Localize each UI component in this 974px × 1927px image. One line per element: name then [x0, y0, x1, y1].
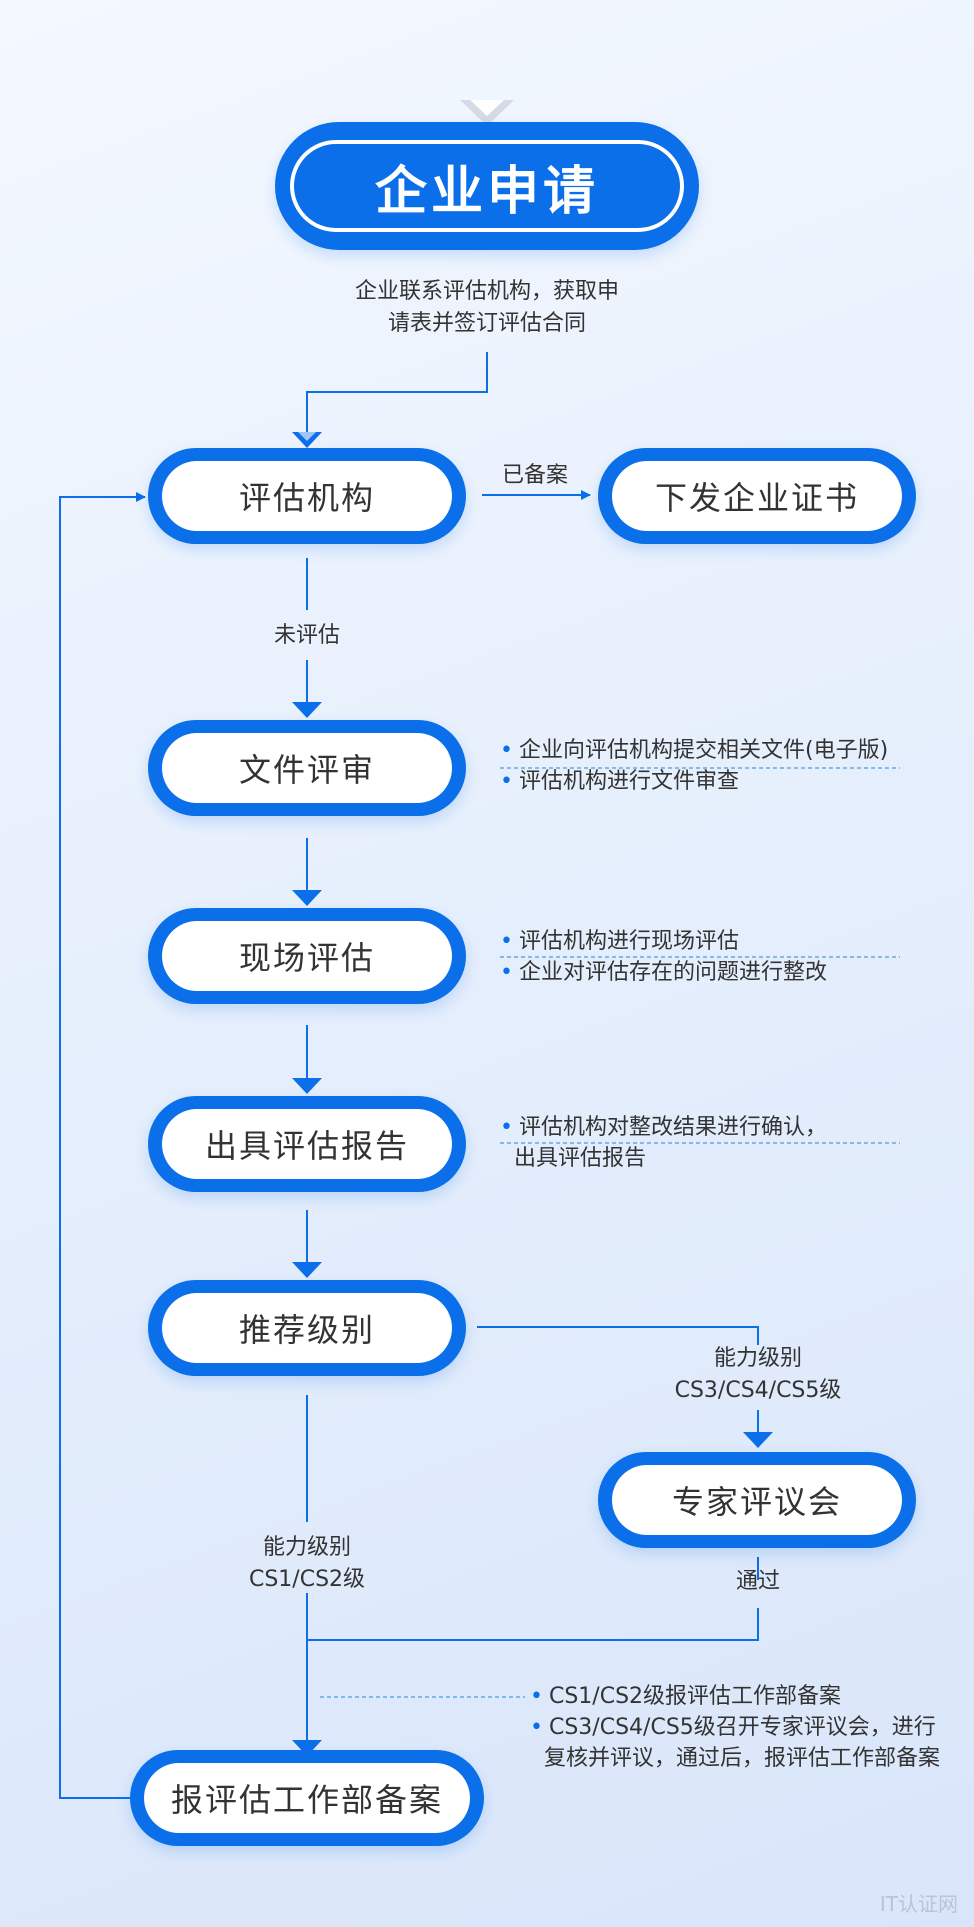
note-doc-review: •企业向评估机构提交相关文件(电子版) •评估机构进行文件审查	[500, 738, 889, 794]
apply-description: 企业联系评估机构，获取申 请表并签订评估合同	[354, 279, 619, 336]
node-onsite-label: 现场评估	[162, 921, 452, 991]
node-report: 出具评估报告	[148, 1096, 466, 1192]
note-report-1: 评估机构对整改结果进行确认，	[518, 1115, 827, 1140]
note-report-2: 出具评估报告	[514, 1146, 647, 1171]
edge-label-high-level: 能力级别 CS3/CS4/CS5级	[674, 1346, 842, 1403]
node-filing-label: 报评估工作部备案	[144, 1763, 470, 1833]
node-apply: 企业申请	[275, 122, 699, 250]
note-filing-3: 复核并评议，通过后，报评估工作部备案	[544, 1746, 941, 1771]
edge-filing-to-agency	[59, 492, 146, 1799]
node-expert-label: 专家评议会	[612, 1465, 902, 1535]
node-doc-review: 文件评审	[148, 720, 466, 816]
node-onsite: 现场评估	[148, 908, 466, 1004]
node-agency-label: 评估机构	[162, 461, 452, 531]
edge-expert-to-filing	[307, 1557, 759, 1641]
note-doc-review-2: 评估机构进行文件审查	[518, 769, 739, 794]
note-onsite-2: 企业对评估存在的问题进行整改	[518, 960, 827, 985]
node-apply-label: 企业申请	[290, 140, 684, 232]
node-certificate-label: 下发企业证书	[612, 461, 902, 531]
node-doc-review-label: 文件评审	[162, 733, 452, 803]
note-filing: •CS1/CS2级报评估工作部备案 •CS3/CS4/CS5级召开专家评议会，进…	[530, 1684, 941, 1771]
note-onsite-1: 评估机构进行现场评估	[518, 929, 739, 954]
node-report-label: 出具评估报告	[162, 1109, 452, 1179]
node-expert: 专家评议会	[598, 1452, 916, 1548]
node-recommend-label: 推荐级别	[162, 1293, 452, 1363]
note-filing-1: CS1/CS2级报评估工作部备案	[548, 1684, 842, 1709]
node-filing: 报评估工作部备案	[130, 1750, 484, 1846]
edge-label-low-level: 能力级别 CS1/CS2级	[248, 1535, 366, 1592]
edge-label-filed: 已备案	[501, 463, 568, 488]
watermark: IT认证网	[879, 1892, 958, 1916]
edge-label-passed: 通过	[735, 1569, 780, 1594]
edge-apply-to-agency	[306, 352, 488, 442]
node-certificate: 下发企业证书	[598, 448, 916, 544]
note-report: •评估机构对整改结果进行确认， 出具评估报告	[500, 1115, 827, 1171]
node-recommend: 推荐级别	[148, 1280, 466, 1376]
node-agency: 评估机构	[148, 448, 466, 544]
edge-label-not-assessed: 未评估	[273, 623, 340, 648]
note-onsite: •评估机构进行现场评估 •企业对评估存在的问题进行整改	[500, 929, 827, 985]
note-doc-review-1: 企业向评估机构提交相关文件(电子版)	[518, 738, 889, 763]
note-filing-2: CS3/CS4/CS5级召开专家评议会，进行	[548, 1715, 936, 1740]
